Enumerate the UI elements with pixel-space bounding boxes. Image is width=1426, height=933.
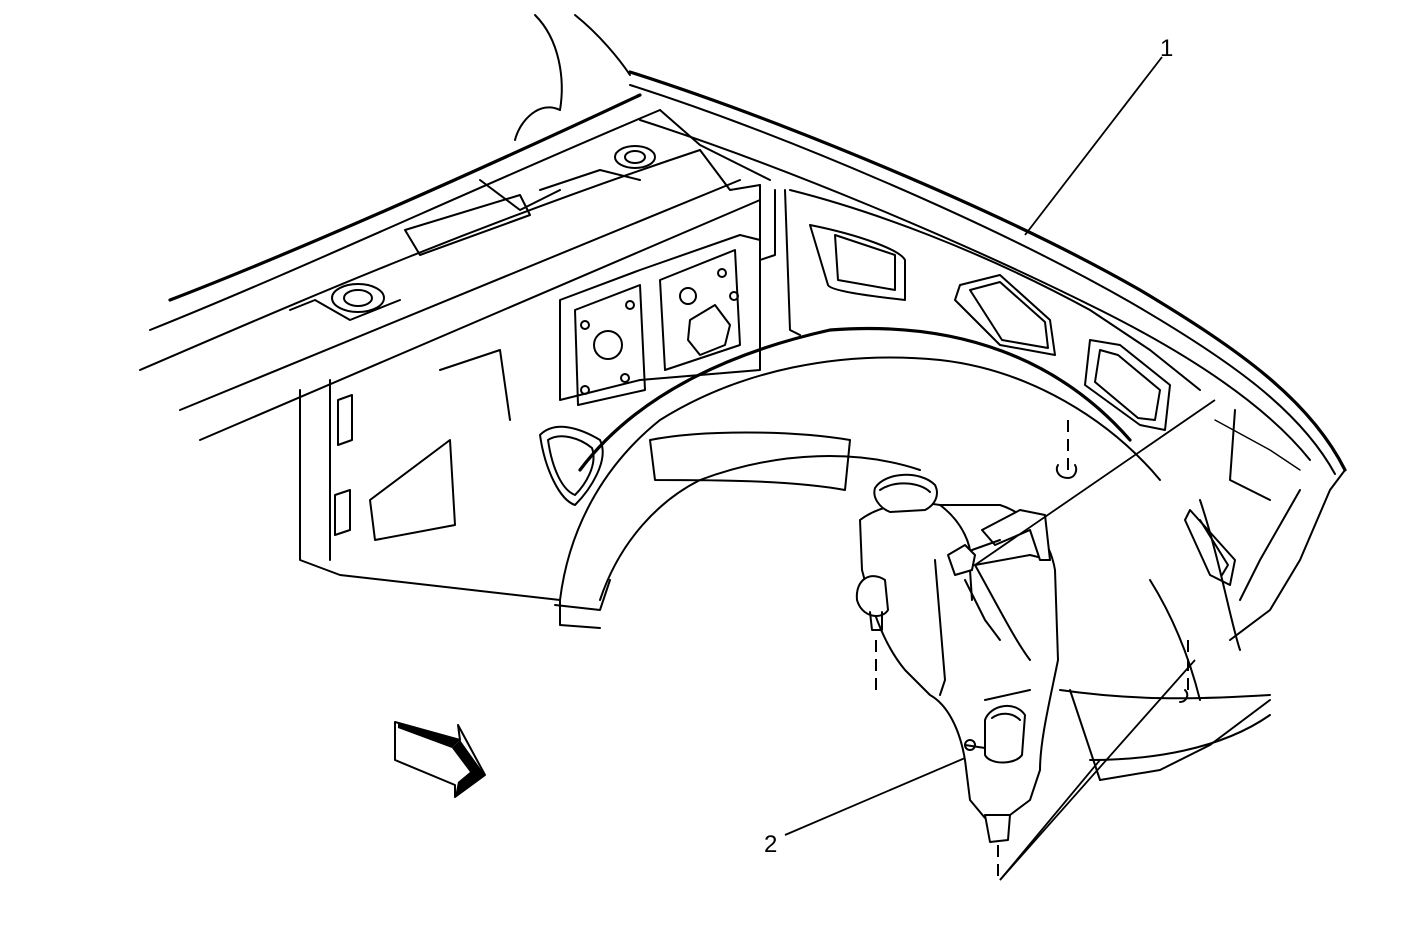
callout-2-label: 2: [764, 831, 777, 858]
mounting-guide-lines: [974, 399, 1216, 881]
callout-1-label: 1: [1160, 35, 1173, 62]
callout-2: 2: [764, 757, 966, 858]
inner-fender-wheelhouse: [539, 189, 1271, 781]
dash-panel: [299, 184, 801, 601]
view-direction-arrow-icon: [394, 721, 486, 798]
fender-panel: [628, 70, 1347, 641]
callout-1: 1: [1024, 35, 1173, 236]
cowl-structure: [139, 14, 771, 441]
washer-reservoir: [855, 473, 1059, 880]
